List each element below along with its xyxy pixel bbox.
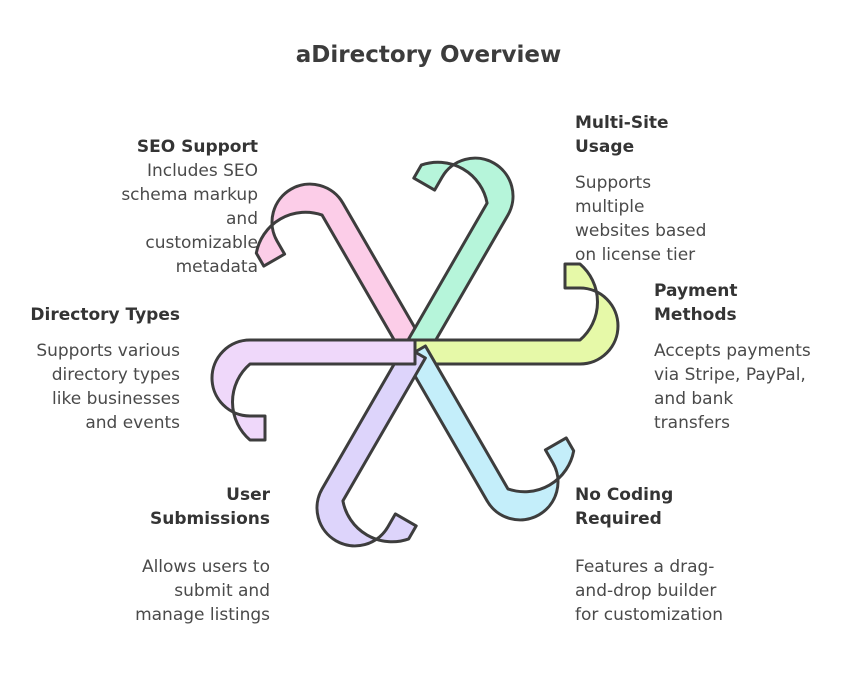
loop-submissions bbox=[315, 344, 427, 548]
loop-directory bbox=[210, 338, 417, 442]
feature-multisite-desc: Supports multiple websites based on lice… bbox=[575, 173, 707, 265]
feature-nocoding-desc: Features a drag- and-drop builder for cu… bbox=[575, 557, 724, 625]
feature-multisite-title: Multi-Site Usage bbox=[575, 113, 669, 157]
loop-multisite bbox=[403, 156, 515, 360]
feature-directory-title: Directory Types bbox=[30, 305, 180, 325]
loop-payment bbox=[413, 262, 620, 366]
feature-directory: Directory Types Supports various directo… bbox=[30, 303, 180, 435]
feature-seo: SEO Support Includes SEO schema markup a… bbox=[121, 135, 258, 279]
feature-seo-title: SEO Support bbox=[136, 137, 258, 157]
feature-payment-title: Payment Methods bbox=[654, 281, 738, 325]
feature-nocoding: No Coding Required Features a drag- and-… bbox=[575, 483, 723, 627]
feature-multisite: Multi-Site Usage Supports multiple websi… bbox=[575, 111, 706, 267]
feature-nocoding-title: No Coding Required bbox=[575, 485, 674, 529]
feature-payment: Payment Methods Accepts payments via Str… bbox=[654, 279, 811, 435]
feature-submissions-desc: Allows users to submit and manage listin… bbox=[135, 557, 270, 625]
loop-nocoding bbox=[403, 344, 576, 522]
feature-directory-desc: Supports various directory types like bu… bbox=[36, 341, 180, 433]
loop-seo bbox=[254, 182, 427, 360]
diagram-title: aDirectory Overview bbox=[295, 42, 562, 68]
feature-submissions: User Submissions Allows users to submit … bbox=[135, 483, 270, 627]
feature-payment-desc: Accepts payments via Stripe, PayPal, and… bbox=[654, 341, 811, 433]
feature-submissions-title: User Submissions bbox=[149, 485, 270, 529]
feature-seo-desc: Includes SEO schema markup and customiza… bbox=[121, 161, 258, 277]
